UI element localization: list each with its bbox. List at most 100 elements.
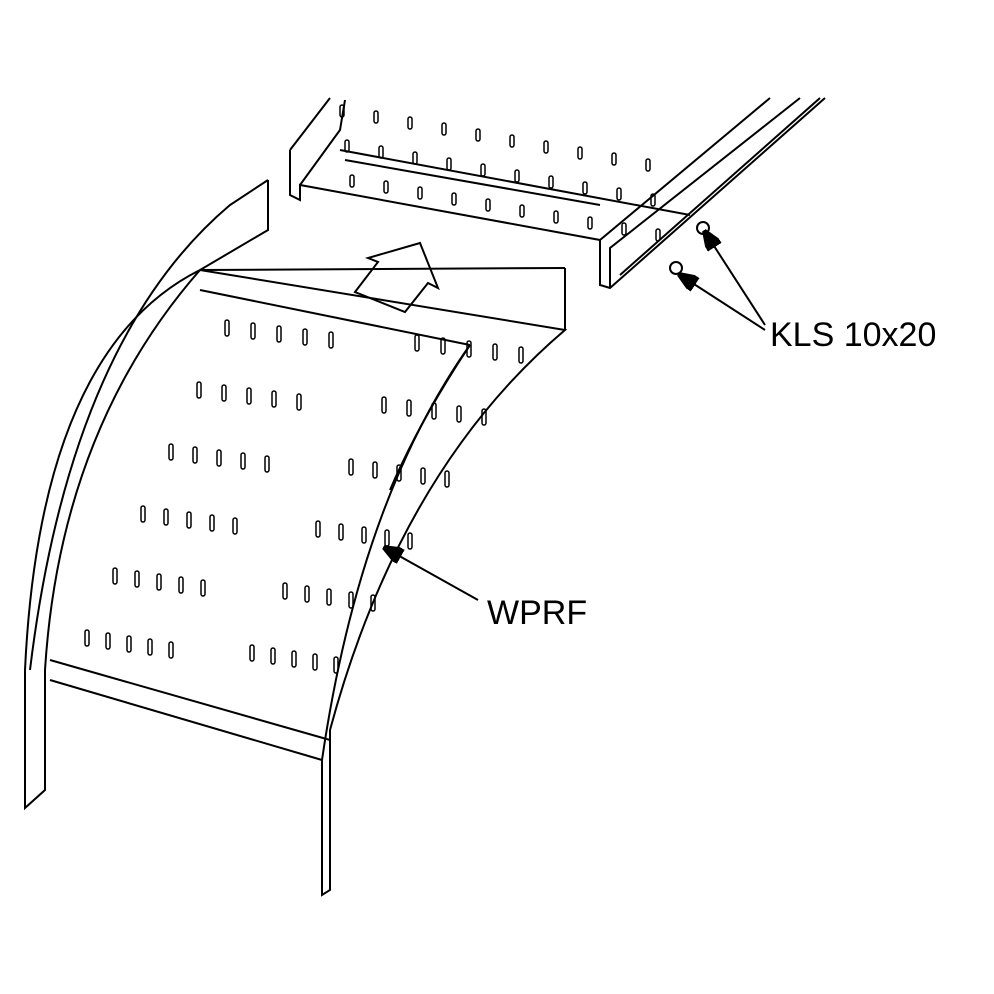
slot xyxy=(270,647,276,665)
slot xyxy=(396,464,402,482)
slot xyxy=(440,337,446,355)
slot xyxy=(232,517,238,535)
slot xyxy=(383,180,389,194)
slot xyxy=(246,387,252,405)
slot xyxy=(192,446,198,464)
slot xyxy=(587,216,593,230)
slot xyxy=(543,140,549,154)
slot xyxy=(373,110,379,124)
slot xyxy=(548,175,554,189)
slot xyxy=(492,343,498,361)
slot xyxy=(264,455,270,473)
slot xyxy=(553,210,559,224)
slot xyxy=(224,319,230,337)
leader-wprf xyxy=(385,548,479,601)
slot xyxy=(361,526,367,544)
slot xyxy=(163,508,169,526)
slot xyxy=(168,443,174,461)
slot xyxy=(140,505,146,523)
slot xyxy=(291,650,297,668)
slot xyxy=(282,582,288,600)
slot xyxy=(333,656,339,674)
slot xyxy=(178,576,184,594)
slot xyxy=(240,452,246,470)
slot xyxy=(156,573,162,591)
slot xyxy=(338,523,344,541)
slot xyxy=(126,635,132,653)
slot xyxy=(481,408,487,426)
slot xyxy=(302,328,308,346)
slot xyxy=(407,532,413,550)
slot xyxy=(407,116,413,130)
slot xyxy=(134,570,140,588)
slot xyxy=(326,588,332,606)
slot xyxy=(315,520,321,538)
slot xyxy=(209,514,215,532)
slot xyxy=(509,134,515,148)
slot xyxy=(112,567,118,585)
slot xyxy=(186,511,192,529)
slot xyxy=(519,204,525,218)
label-wprf: WPRF xyxy=(487,594,588,632)
slot xyxy=(348,458,354,476)
slot xyxy=(304,585,310,603)
slot xyxy=(514,169,520,183)
slot xyxy=(168,641,174,659)
slot xyxy=(196,381,202,399)
slot-pattern xyxy=(84,104,661,674)
nut-icon xyxy=(696,221,710,235)
slot xyxy=(412,151,418,165)
slot xyxy=(616,187,622,201)
slot xyxy=(456,405,462,423)
slot xyxy=(370,594,376,612)
slot xyxy=(216,449,222,467)
slot xyxy=(655,228,661,242)
slot xyxy=(431,402,437,420)
slot xyxy=(485,198,491,212)
slot xyxy=(420,467,426,485)
slot xyxy=(621,222,627,236)
slot xyxy=(444,470,450,488)
slot xyxy=(349,174,355,188)
slot xyxy=(348,591,354,609)
slot xyxy=(611,152,617,166)
slot xyxy=(582,181,588,195)
slot xyxy=(296,393,302,411)
slot xyxy=(328,331,334,349)
slot xyxy=(475,128,481,142)
slot xyxy=(249,644,255,662)
slot xyxy=(312,653,318,671)
slot xyxy=(105,632,111,650)
slot xyxy=(441,122,447,136)
slot xyxy=(577,146,583,160)
label-kls: KLS 10x20 xyxy=(770,316,937,354)
slot xyxy=(518,346,524,364)
slot xyxy=(378,145,384,159)
slot xyxy=(645,158,651,172)
direction-arrow xyxy=(353,241,440,314)
leader-kls-2 xyxy=(680,275,766,331)
nut-icon xyxy=(669,261,683,275)
slot xyxy=(339,104,345,118)
slot xyxy=(221,384,227,402)
vertical-bend-tray xyxy=(24,179,568,897)
slot xyxy=(650,193,656,207)
slot xyxy=(271,390,277,408)
slot xyxy=(147,638,153,656)
slot xyxy=(200,579,206,597)
straight-tray xyxy=(289,97,826,290)
slot xyxy=(406,399,412,417)
slot xyxy=(480,163,486,177)
slot xyxy=(417,186,423,200)
slot xyxy=(250,322,256,340)
slot xyxy=(446,157,452,171)
slot xyxy=(381,396,387,414)
slot xyxy=(276,325,282,343)
slot xyxy=(384,529,390,547)
leader-kls-1 xyxy=(705,232,766,326)
slot xyxy=(414,334,420,352)
slot xyxy=(466,340,472,358)
slot xyxy=(451,192,457,206)
